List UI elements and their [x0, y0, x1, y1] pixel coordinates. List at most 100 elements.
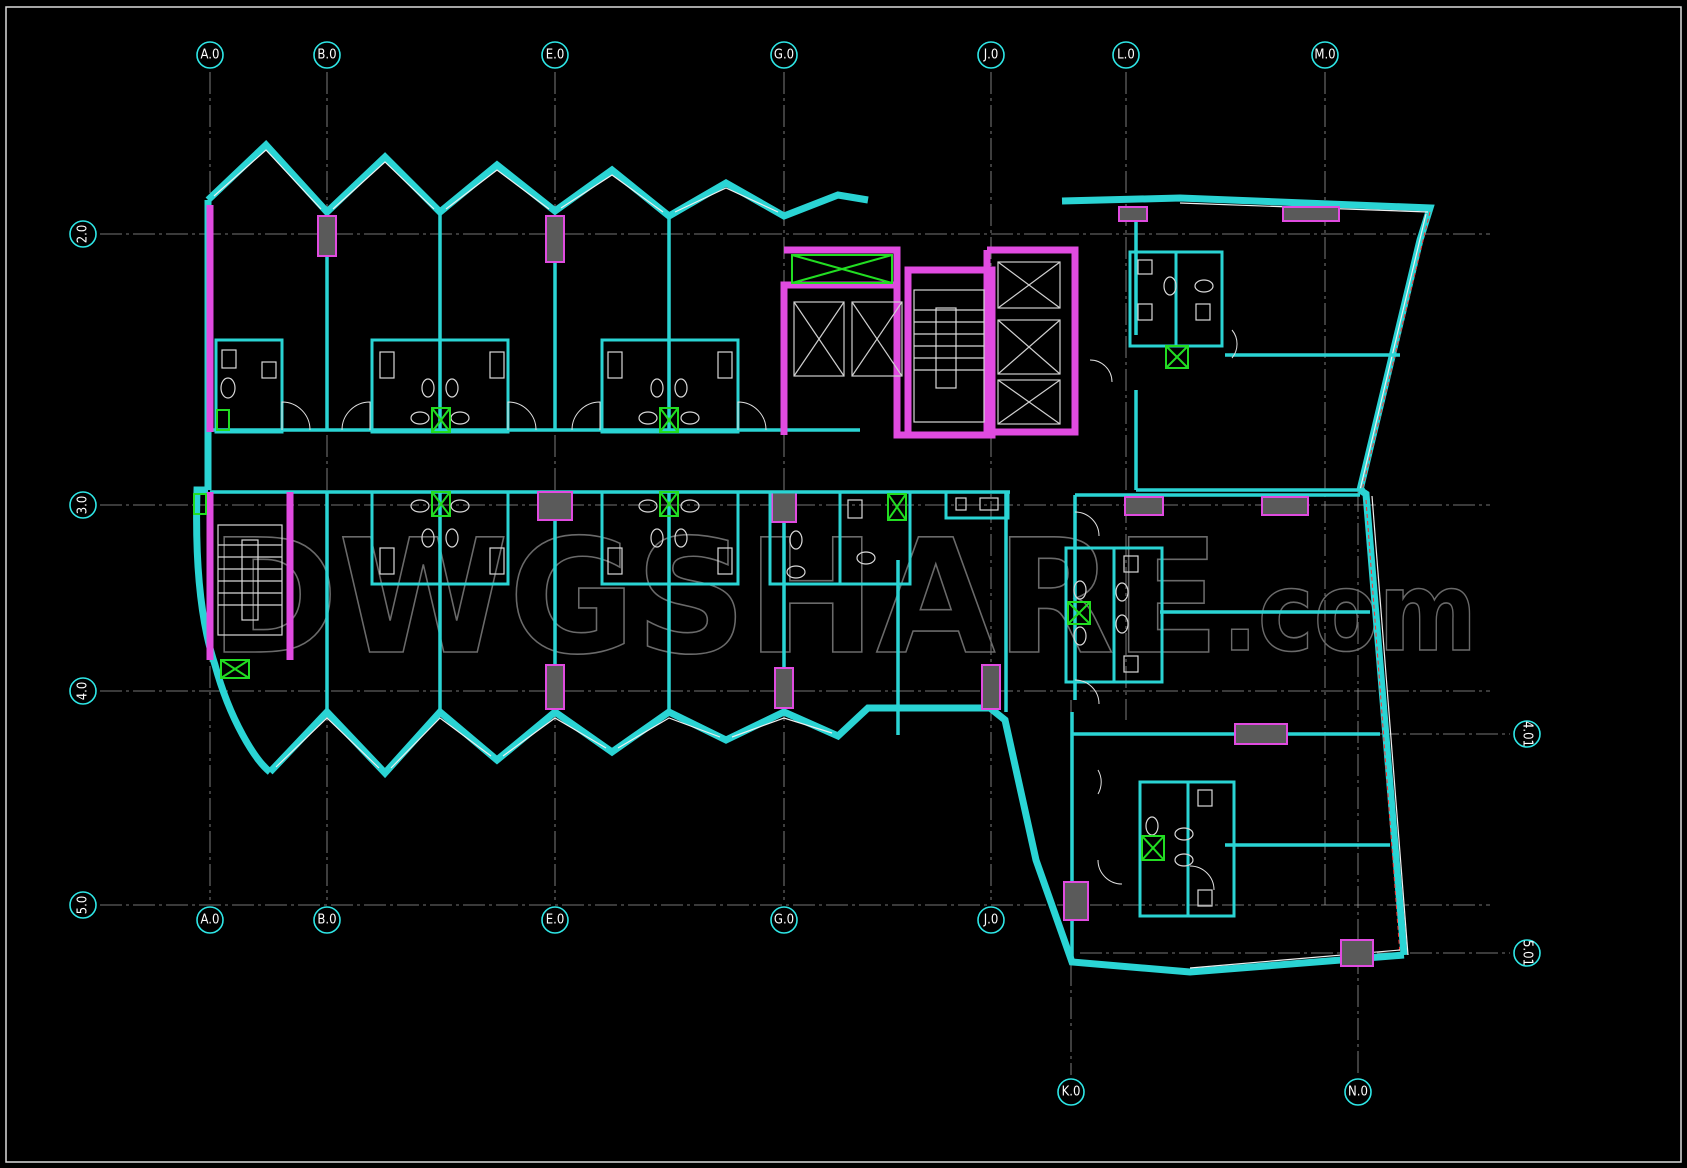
east-window-lower [1371, 495, 1409, 956]
svg-text:3.0: 3.0 [76, 496, 91, 515]
north-window-2 [332, 161, 435, 210]
svg-text:L.0: L.0 [1117, 48, 1135, 63]
south-window-2 [390, 717, 492, 769]
east-red-edge-1 [1361, 211, 1431, 491]
column-j4 [981, 664, 1001, 710]
north-window-5 [674, 187, 779, 213]
svg-text:E.0: E.0 [546, 48, 565, 63]
bath-pod-g-south [768, 490, 912, 586]
north-window-1 [213, 149, 322, 210]
svg-text:5.01: 5.01 [1520, 940, 1535, 966]
svg-text:N.0: N.0 [1348, 1085, 1368, 1100]
column-m2 [1282, 206, 1340, 222]
column-b2 [317, 215, 337, 257]
door-6 [1089, 359, 1113, 383]
svg-text:J.0: J.0 [983, 48, 999, 63]
bath-pod-f-south [600, 490, 740, 586]
core-stair [913, 289, 985, 423]
columns [317, 206, 1374, 967]
north-window-3 [445, 169, 550, 210]
svg-text:K.0: K.0 [1062, 1085, 1081, 1100]
door-2 [341, 401, 371, 431]
grid-bubble-bottom-e: E.0 [541, 906, 569, 934]
bath-pod-f-north [600, 338, 740, 434]
shaft-west-stair [193, 493, 250, 679]
watermark-main: DWGSHARE [210, 506, 1220, 690]
grid-bubble-top-b: B.0 [313, 41, 341, 69]
bath-pod-l-north [1128, 250, 1224, 369]
door-5 [737, 401, 767, 431]
svg-text:M.0: M.0 [1314, 48, 1335, 63]
bath-pod-a-north [214, 338, 284, 434]
vertical-core [217, 254, 1061, 636]
grid-bubble-top-e: E.0 [541, 41, 569, 69]
column-e2 [545, 215, 565, 263]
south-window-5 [731, 717, 833, 738]
svg-text:2.0: 2.0 [76, 225, 91, 244]
bath-pod-k-mid [1064, 546, 1164, 684]
bath-pod-j-south [944, 490, 1010, 520]
door-11 [1097, 859, 1123, 885]
column-e4 [545, 664, 565, 710]
door-1 [281, 401, 311, 431]
lift-car-2 [851, 301, 903, 377]
svg-text:5.0: 5.0 [76, 896, 91, 915]
lift-car-5 [997, 379, 1061, 425]
bathroom-pods [193, 250, 1236, 918]
east-south-wall [987, 705, 1405, 976]
south-window-3 [502, 717, 607, 757]
bath-pod-b-south [370, 490, 510, 586]
south-window-4 [617, 717, 721, 749]
svg-text:G.0: G.0 [774, 913, 794, 928]
svg-text:A.0: A.0 [201, 913, 220, 928]
svg-text:4.0: 4.0 [76, 682, 91, 701]
svg-text:E.0: E.0 [546, 913, 565, 928]
grid-bubble-left-3: 3.0 [69, 491, 97, 519]
grid-bubble-top-l: L.0 [1112, 41, 1140, 69]
grid-bubble-top-g: G.0 [770, 41, 798, 69]
grid-bubble-bottom-j: J.0 [977, 906, 1005, 934]
east-window-upper [1359, 213, 1427, 491]
south-window-1 [275, 717, 380, 769]
door-9 [1074, 679, 1100, 705]
south-facade [267, 704, 990, 779]
drawing-frame [5, 6, 1682, 1163]
doors [281, 329, 1238, 891]
grid-bubble-bottom-a: A.0 [196, 906, 224, 934]
grid-bubble-bottom-n: N.0 [1344, 1078, 1372, 1106]
grid-bubble-top-a: A.0 [196, 41, 224, 69]
column-l3 [1124, 496, 1164, 516]
shear-wall-core-3 [983, 246, 1079, 436]
door-4 [571, 401, 601, 431]
shear-walls [206, 205, 1079, 660]
lift-car-1 [793, 301, 845, 377]
column-n501 [1340, 939, 1374, 967]
svg-text:G.0: G.0 [774, 48, 794, 63]
door-8 [1074, 511, 1100, 537]
service-shaft [791, 254, 893, 284]
column-k5 [1063, 881, 1089, 921]
watermark: DWGSHARE .com [209, 505, 1478, 691]
service-shaft-cross-2 [791, 254, 893, 284]
west-stair [217, 524, 283, 636]
door-7 [1231, 329, 1238, 359]
grid-bubble-right-5-01: 5.01 [1513, 939, 1541, 967]
grid-bubble-bottom-k: K.0 [1057, 1078, 1085, 1106]
column-g4 [774, 667, 794, 709]
grid-bubble-left-2: 2.0 [69, 220, 97, 248]
grid-bubble-bottom-g: G.0 [770, 906, 798, 934]
door-3 [507, 401, 537, 431]
grid-bubble-bottom-b: B.0 [313, 906, 341, 934]
svg-text:J.0: J.0 [983, 913, 999, 928]
column-g3 [771, 491, 797, 523]
north-window-4 [560, 174, 664, 213]
grid-bubble-top-m: M.0 [1311, 41, 1339, 69]
svg-text:4.01: 4.01 [1520, 721, 1535, 747]
column-l2 [1118, 206, 1148, 222]
east-red-edge-2 [1365, 499, 1401, 956]
column-e3 [537, 491, 573, 521]
shear-wall-core-2 [893, 266, 996, 439]
svg-text:B.0: B.0 [317, 913, 336, 928]
grid-bubble-left-5: 5.0 [69, 891, 97, 919]
